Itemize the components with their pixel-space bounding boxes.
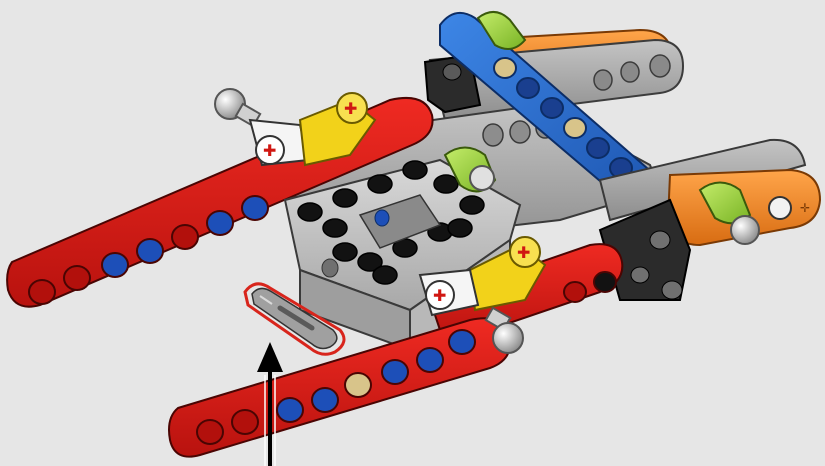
axle-cross-glyph: ✚ bbox=[263, 141, 276, 160]
axle-cross-glyph: ✚ bbox=[344, 99, 357, 118]
white-axle-connector-left: ✚ bbox=[250, 120, 308, 165]
axle-cross-glyph: ✚ bbox=[433, 286, 446, 305]
axle-hole-glyph: ✛ bbox=[800, 201, 810, 215]
red-beam-bottom bbox=[169, 318, 510, 456]
axle-cross-glyph: ✚ bbox=[517, 243, 530, 262]
